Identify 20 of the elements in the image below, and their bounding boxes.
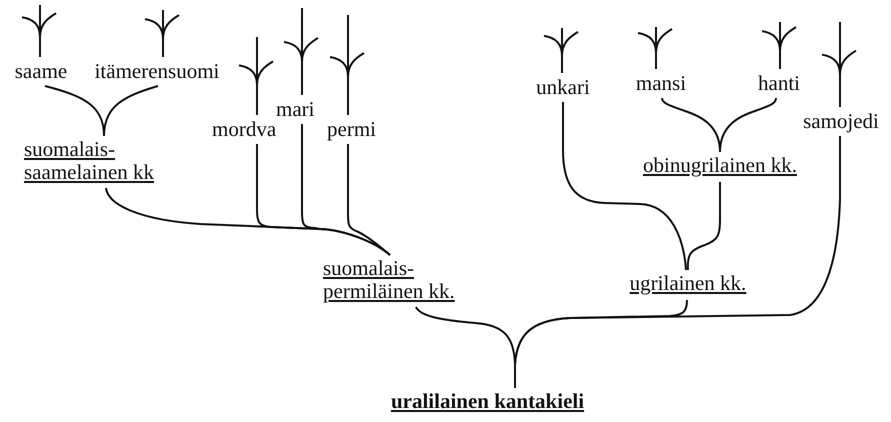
tree-branch-line (514, 136, 841, 388)
tree-branch-line (103, 85, 158, 136)
tree-branch-line (347, 144, 391, 256)
language-label: unkari (536, 76, 590, 99)
proto-language-label: obinugrilainen kk. (643, 154, 797, 177)
language-label: mordva (212, 118, 276, 141)
language-label: saame (14, 60, 68, 83)
proto-language-label: ugrilainen kk. (630, 272, 746, 295)
proto-language-label: suomalais-permiläinen kk. (323, 257, 456, 303)
language-label: mari (276, 98, 314, 121)
language-label: hanti (758, 72, 800, 95)
tree-branch-line (562, 102, 687, 270)
language-label: itämerensuomi (94, 60, 220, 83)
proto-language-label: suomalais-saamelainen kk (24, 138, 156, 184)
tree-branch-line (719, 98, 777, 152)
language-label: permi (327, 118, 376, 141)
root-language-label: uralilainen kantakieli (390, 390, 584, 413)
tree-branch-line (686, 182, 721, 270)
language-label: mansi (636, 72, 686, 95)
language-label: samojedi (803, 110, 879, 133)
